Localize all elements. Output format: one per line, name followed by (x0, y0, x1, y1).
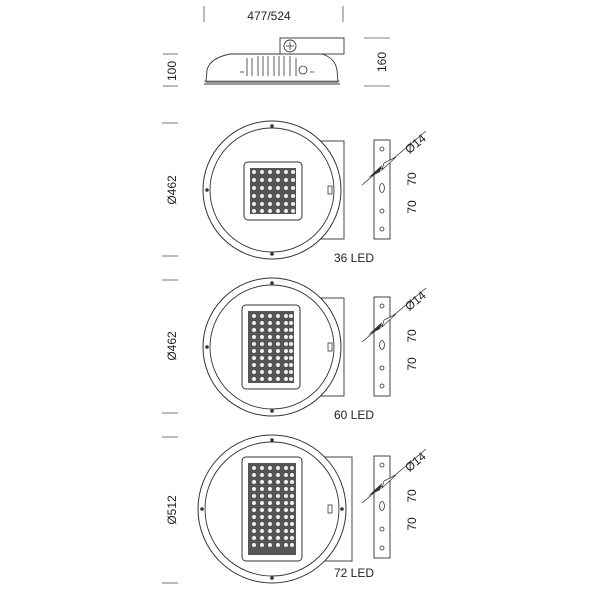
height-left-label: 100 (165, 61, 179, 81)
spacing-top-label: 70 (405, 329, 419, 343)
spacing-bottom-label: 70 (405, 357, 419, 371)
led-count-label: 72 LED (334, 566, 374, 580)
hole-diameter-label: Ø14 (402, 131, 429, 157)
diameter-label: Ø462 (165, 331, 179, 361)
spacing-top-label: 70 (405, 172, 419, 186)
plan-view-60-led: Ø462 60 LED Ø14 70 (162, 277, 429, 422)
spacing-bottom-label: 70 (405, 517, 419, 531)
height-right-label: 160 (375, 52, 389, 72)
diameter-label: Ø512 (165, 495, 179, 525)
hole-diameter-label: Ø14 (402, 288, 429, 314)
spacing-bottom-label: 70 (405, 200, 419, 214)
side-view: 477/524 100 16 (163, 6, 390, 87)
mounting-bracket (279, 37, 345, 55)
width-dimension-label: 477/524 (247, 9, 291, 23)
led-count-label: 36 LED (334, 251, 374, 265)
led-count-label: 60 LED (334, 408, 374, 422)
plan-view-36-led: Ø462 36 LED Ø14 70 70 (162, 120, 429, 265)
hole-diameter-label: Ø14 (402, 449, 429, 475)
plan-view-72-led: Ø512 72 LED (162, 434, 429, 584)
side-view-body (205, 53, 339, 83)
spacing-top-label: 70 (405, 489, 419, 503)
diameter-label: Ø462 (165, 175, 179, 205)
